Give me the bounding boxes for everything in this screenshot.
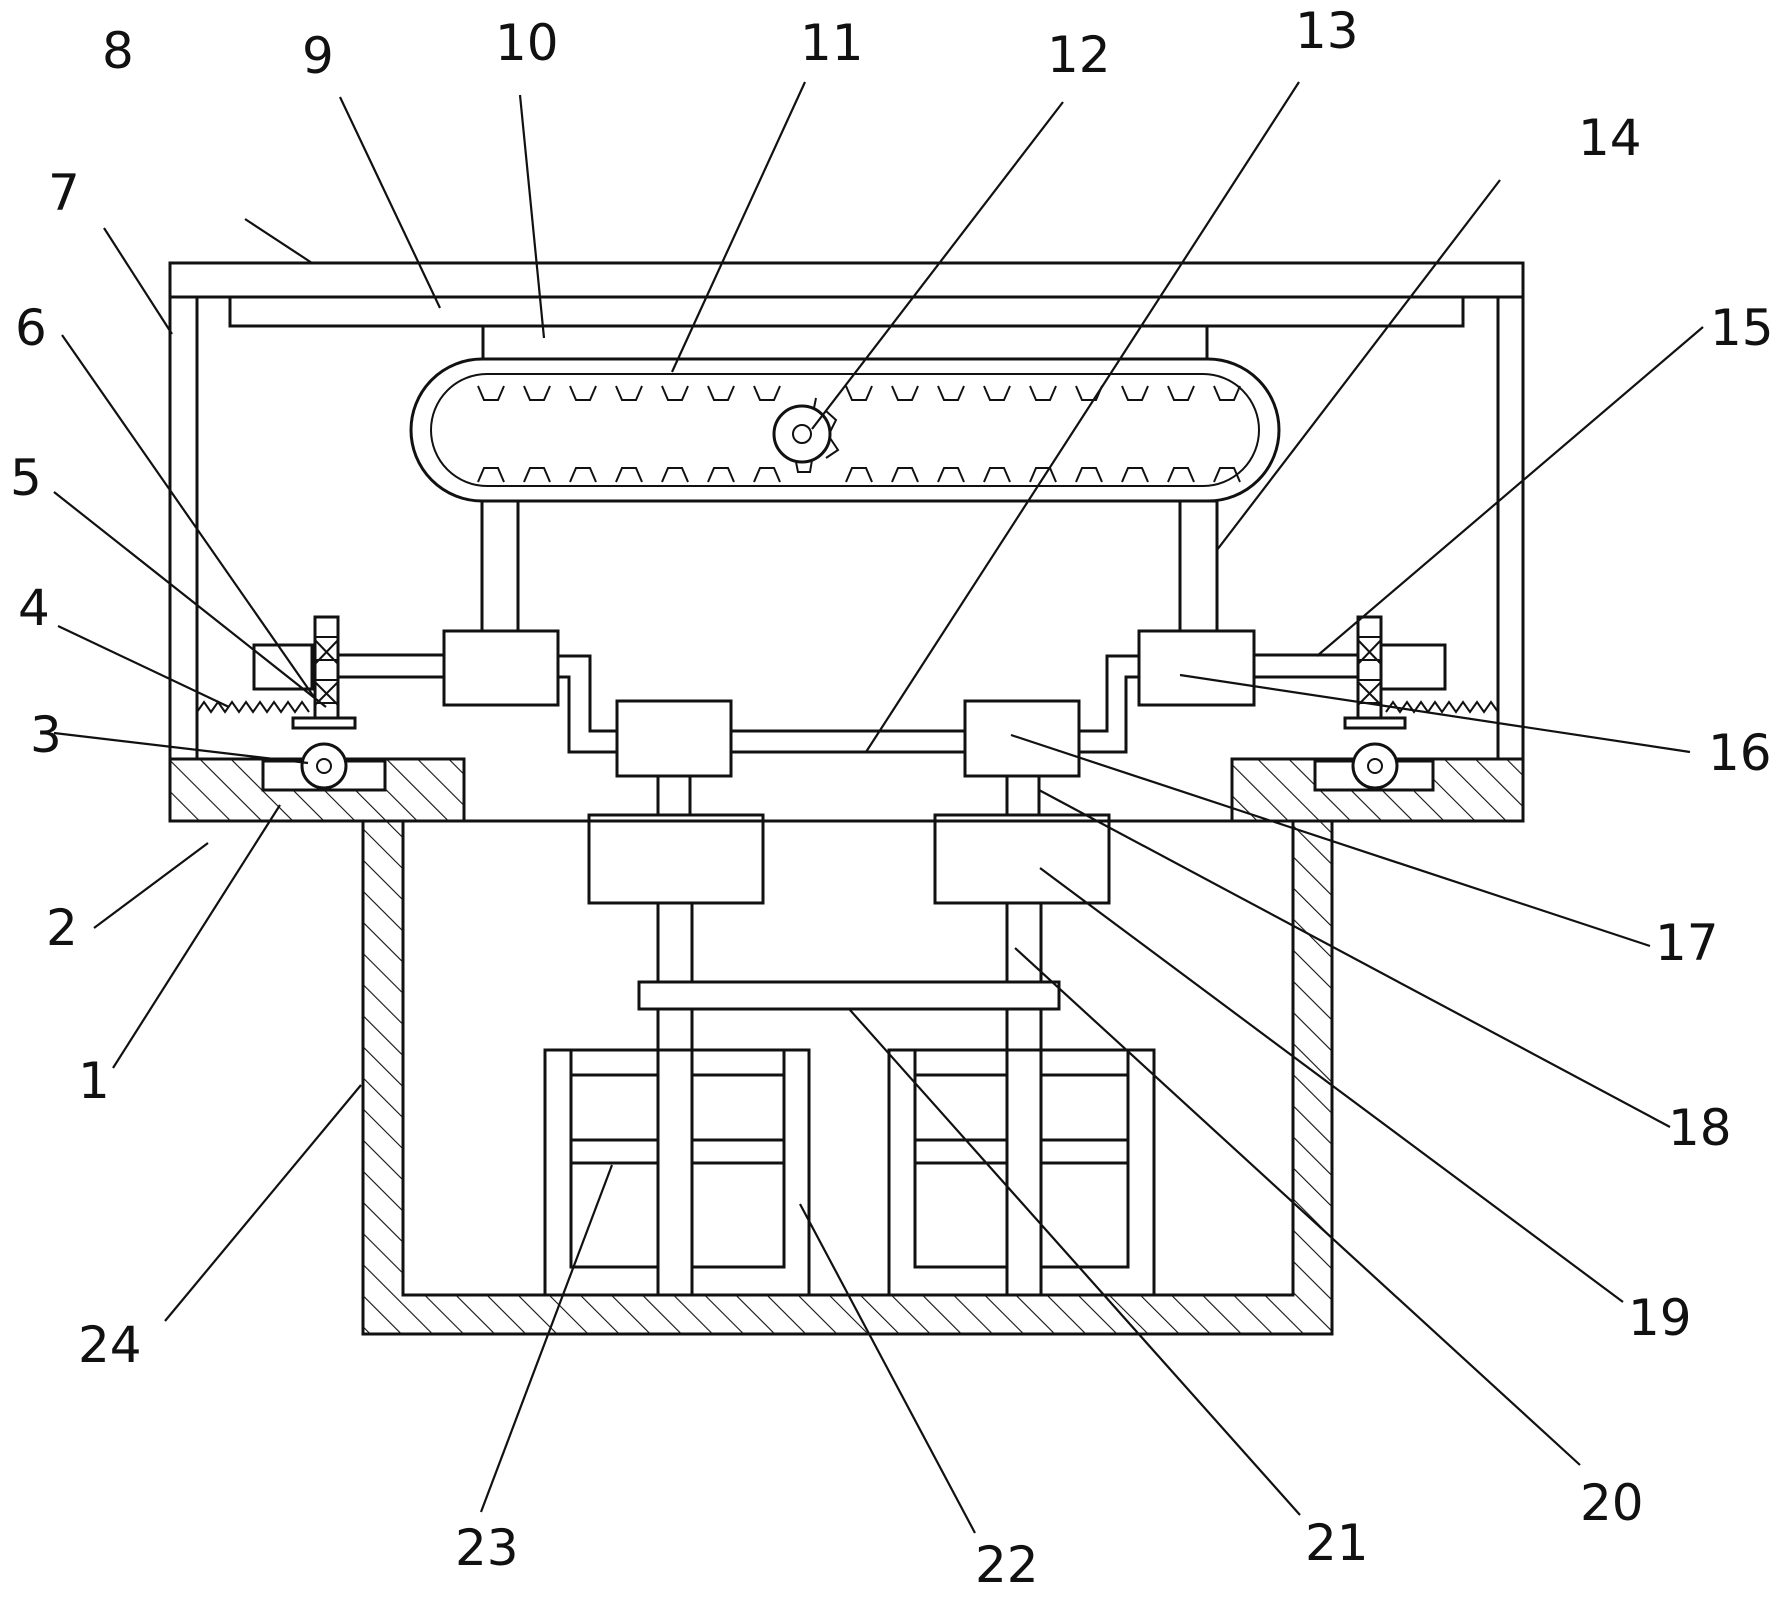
left-lower-motor — [587, 813, 765, 905]
leader-6 — [61, 334, 315, 698]
left-roller — [300, 742, 348, 790]
label-7: 7 — [48, 164, 80, 222]
left-motor — [615, 699, 733, 778]
right-lower-motor — [933, 813, 1111, 905]
left-column — [480, 499, 520, 633]
right-column — [1178, 499, 1219, 633]
belt-teeth-bottom — [477, 467, 1241, 483]
right-rack-base — [1343, 716, 1407, 730]
right-roller-hub — [1367, 758, 1383, 774]
right-link — [1079, 654, 1139, 754]
top-plate — [168, 261, 1525, 299]
hanger-bracket — [481, 324, 1209, 361]
leader-16 — [1179, 673, 1691, 754]
right-upper-shaft — [1005, 774, 1041, 817]
leader-3 — [53, 731, 309, 765]
right-stirring-frame — [887, 1048, 1156, 1297]
leader-17 — [1010, 733, 1651, 948]
left-rack — [313, 615, 340, 726]
label-9: 9 — [302, 27, 334, 85]
right-rack — [1356, 615, 1383, 726]
belt-outer — [409, 357, 1281, 503]
label-14: 14 — [1578, 109, 1642, 167]
leader-11 — [671, 81, 806, 373]
right-spring — [1385, 700, 1499, 714]
label-19: 19 — [1628, 1289, 1692, 1347]
leader-24 — [164, 1084, 362, 1322]
leader-18 — [1038, 789, 1671, 1128]
belt-inner — [430, 373, 1260, 487]
label-13: 13 — [1295, 2, 1359, 60]
leader-12 — [811, 101, 1064, 430]
leader-20 — [1014, 947, 1581, 1466]
leader-21 — [849, 1009, 1301, 1516]
leader-13 — [865, 81, 1300, 753]
leader-22 — [799, 1203, 976, 1534]
right-rack-teeth — [1357, 636, 1382, 706]
cross-bar — [729, 729, 967, 754]
drive-gear — [772, 404, 832, 464]
leader-4 — [57, 625, 230, 708]
label-1: 1 — [78, 1052, 110, 1110]
label-22: 22 — [975, 1536, 1039, 1594]
label-10: 10 — [495, 14, 559, 72]
drive-gear-hub — [792, 424, 812, 444]
leader-1 — [112, 804, 281, 1069]
left-roller-hub — [316, 758, 332, 774]
leader-9 — [339, 96, 441, 309]
connecting-plate — [637, 980, 1061, 1011]
label-16: 16 — [1708, 724, 1772, 782]
label-23: 23 — [455, 1519, 519, 1577]
leader-2 — [93, 842, 209, 929]
right-roller — [1351, 742, 1399, 790]
left-link — [558, 654, 617, 754]
right-clamp-block — [1137, 629, 1256, 707]
right-push-rod — [1252, 653, 1360, 679]
leader-8 — [244, 218, 313, 264]
label-21: 21 — [1305, 1514, 1369, 1572]
label-12: 12 — [1047, 26, 1111, 84]
label-4: 4 — [18, 579, 50, 637]
left-rack-base — [291, 716, 357, 730]
left-clamp-block — [442, 629, 560, 707]
leader-14 — [1216, 179, 1501, 551]
tank-wall — [361, 819, 1334, 1336]
right-post — [1496, 295, 1525, 761]
left-rack-teeth — [314, 636, 339, 706]
drive-gear-teeth — [795, 397, 840, 473]
leader-lines — [53, 81, 1704, 1534]
label-5: 5 — [10, 449, 42, 507]
label-3: 3 — [30, 706, 62, 764]
leader-5 — [53, 491, 327, 708]
label-2: 2 — [46, 899, 78, 957]
leader-7 — [103, 227, 173, 335]
label-24: 24 — [78, 1316, 142, 1374]
left-upper-shaft — [656, 774, 692, 817]
label-20: 20 — [1580, 1474, 1644, 1532]
callout-labels: 1 2 3 4 5 6 7 8 9 10 11 12 13 14 15 16 1… — [10, 2, 1774, 1594]
label-11: 11 — [800, 14, 864, 72]
label-6: 6 — [15, 299, 47, 357]
guide-rail — [228, 295, 1465, 328]
leader-10 — [518, 94, 546, 339]
label-18: 18 — [1668, 1099, 1732, 1157]
leader-15 — [1316, 326, 1704, 657]
belt-teeth-top — [477, 385, 1241, 401]
label-17: 17 — [1655, 914, 1719, 972]
leader-19 — [1039, 867, 1624, 1303]
leader-23 — [479, 1164, 614, 1513]
label-15: 15 — [1710, 299, 1774, 357]
left-stirring-frame — [543, 1048, 811, 1297]
label-8: 8 — [102, 22, 134, 80]
left-spring — [196, 700, 310, 714]
